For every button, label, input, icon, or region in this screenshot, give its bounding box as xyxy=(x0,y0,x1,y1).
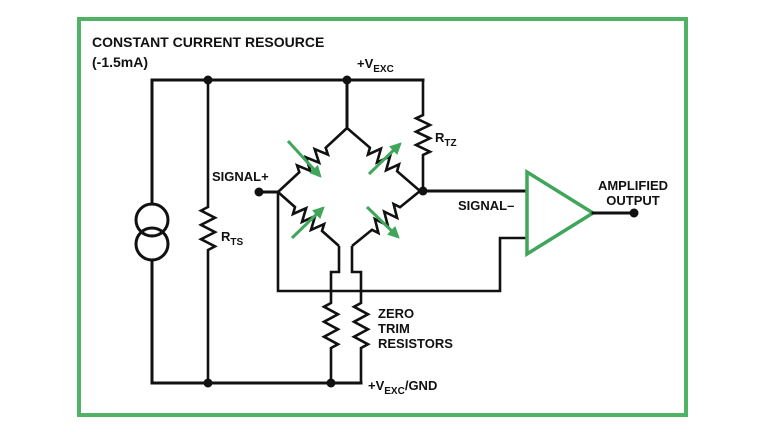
resistor-rts xyxy=(198,80,218,383)
label-rts: RTS xyxy=(221,229,243,248)
label-amplified-line2: OUTPUT xyxy=(606,193,660,208)
label-signal-minus: SIGNAL– xyxy=(458,198,514,213)
label-vexc-gnd-main: +V xyxy=(368,378,385,393)
label-vexc-main: +V xyxy=(357,56,374,71)
current-source-icon xyxy=(134,202,170,262)
signal-plus-terminal-dot xyxy=(254,187,264,197)
junction-dot xyxy=(203,378,213,388)
diagram-border xyxy=(77,17,688,417)
junction-dot xyxy=(418,186,428,196)
label-vexc: +VEXC xyxy=(357,56,394,75)
strain-arrow-icons xyxy=(286,139,402,240)
label-zero-trim-line3: RESISTORS xyxy=(378,336,453,351)
label-amplified-line1: AMPLIFIED xyxy=(598,178,668,193)
junction-dot xyxy=(203,75,213,85)
strain-arrow-bottom-left-icon xyxy=(290,206,325,240)
strain-gauge-bottom-right xyxy=(351,189,421,248)
label-vexc-gnd: +VEXC/GND xyxy=(368,378,437,397)
strain-gauge-bottom-left xyxy=(277,191,340,247)
label-vexc-gnd-suffix: /GND xyxy=(405,378,438,393)
diagram-subtitle: (-1.5mA) xyxy=(92,54,148,70)
junction-dot xyxy=(326,378,336,388)
strain-arrow-top-right-icon xyxy=(367,142,402,176)
label-rtz-main: R xyxy=(435,130,445,145)
label-vexc-sub: EXC xyxy=(373,64,394,75)
label-rtz: RTZ xyxy=(435,130,457,149)
label-vexc-gnd-sub: EXC xyxy=(384,386,405,397)
resistor-rtz xyxy=(412,80,434,191)
junction-dot xyxy=(342,75,352,85)
label-zero-trim-line1: ZERO xyxy=(378,306,414,321)
output-terminal-dot xyxy=(629,208,639,218)
label-rts-main: R xyxy=(221,229,231,244)
strain-arrow-bottom-right-icon xyxy=(365,205,400,239)
wire-feedback-path xyxy=(276,192,527,293)
resistor-zero-trim-left xyxy=(321,246,341,383)
strain-arrow-top-left-icon xyxy=(286,139,322,178)
label-zero-trim-line2: TRIM xyxy=(378,321,410,336)
strain-gauge-top-left xyxy=(277,127,348,193)
label-rtz-sub: TZ xyxy=(444,138,456,149)
label-rts-sub: TS xyxy=(230,237,243,248)
opamp-icon xyxy=(525,168,597,258)
junction-dots xyxy=(203,75,639,388)
diagram-title: CONSTANT CURRENT RESOURCE xyxy=(92,34,324,50)
label-signal-plus: SIGNAL+ xyxy=(212,169,269,184)
resistor-zero-trim-right xyxy=(350,246,371,383)
